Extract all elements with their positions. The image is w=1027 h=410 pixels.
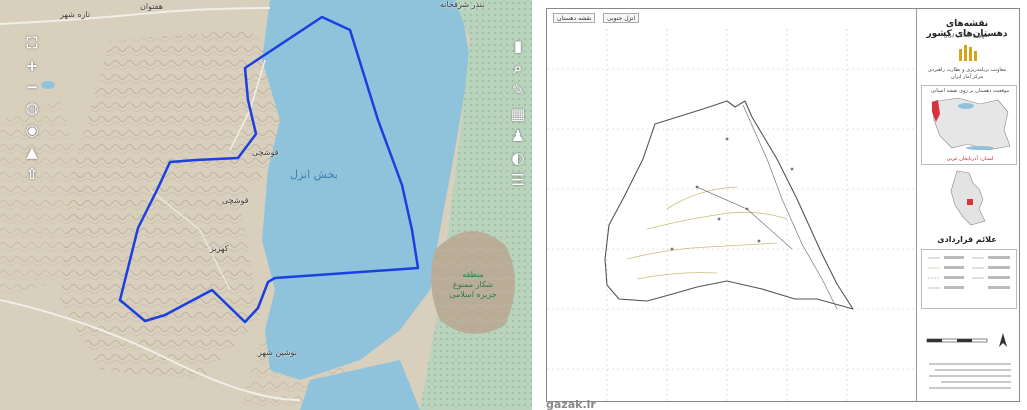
symbols-box	[921, 249, 1017, 309]
sheet-notes	[929, 363, 1011, 389]
scale-bar	[926, 333, 1007, 347]
menu-icon[interactable]: ☰	[511, 171, 525, 189]
district-boundary	[118, 15, 420, 324]
sheet-district-outline	[604, 100, 854, 310]
org-line-1: معاونت برنامه‌ریزی و نظارت راهبردی	[928, 67, 1006, 73]
sheet-frame: نقشه دهستان انزل جنوبی	[546, 8, 1020, 402]
place-label-bandar-sharafkhaneh: بندر شرفخانه	[440, 0, 485, 9]
person-icon[interactable]: ♟	[511, 127, 525, 145]
iran-locator-map	[931, 97, 1011, 151]
province-label: استان: آذربایجان غربی	[946, 156, 994, 162]
pencil-icon[interactable]: ✎	[511, 81, 525, 99]
location-box: موقعیت دهستان بر روی نقشه استانی استان: …	[921, 85, 1017, 165]
zoom-out-icon[interactable]: −	[25, 78, 39, 96]
symbols-title: علائم قراردادی	[937, 235, 997, 244]
globe-icon[interactable]: ◍	[25, 99, 39, 117]
print-icon[interactable]: ▦	[510, 105, 526, 123]
search-icon[interactable]: ⌕	[513, 59, 523, 77]
place-label-qushchi-north: قوشچی	[252, 148, 279, 157]
org-line-2: مرکز آمار ایران	[950, 74, 984, 80]
map-basemap	[0, 0, 532, 410]
fullscreen-icon[interactable]: ⛶	[26, 34, 38, 52]
pin-icon[interactable]: ◉	[25, 121, 39, 139]
place-label-nushin-shahr: نوشین شهر	[258, 348, 297, 357]
place-label-qushchi: قوشچی	[222, 196, 249, 205]
layers-icon[interactable]: ◐	[511, 149, 525, 167]
mountain-icon[interactable]: ▲	[26, 143, 38, 161]
place-label-kahriz: کهریز	[210, 244, 229, 253]
legend-title: نقشه‌های دهستان‌های کشور	[926, 19, 1008, 39]
zoom-in-icon[interactable]: +	[25, 57, 39, 75]
bookmark-icon[interactable]: ▮	[513, 37, 523, 55]
upload-icon[interactable]: ⇧	[25, 165, 39, 183]
sheet-tab-village: نقشه دهستان	[553, 13, 596, 23]
location-title: موقعیت دهستان بر روی نقشه استانی	[930, 88, 1010, 94]
place-label-haftvan: هفتوان	[140, 2, 163, 11]
sheet-legend: نقشه‌های دهستان‌های کشور جمهوری اسلامی ا…	[919, 9, 1019, 401]
sheet-map-area: نقشه دهستان انزل جنوبی	[547, 9, 917, 401]
lake-label: بخش انزل	[290, 168, 338, 181]
web-map[interactable]: تازه شهر هفتوان بندر شرفخانه قوشچی قوشچی…	[0, 0, 532, 410]
sheet-map-drawing	[547, 29, 916, 401]
place-label-taze-shahr: تازه شهر	[60, 10, 91, 19]
symbols-list	[928, 256, 1010, 289]
province-locator-map	[950, 170, 986, 226]
park-label: منطقه شکار ممنوع جزیره اسلامی	[449, 270, 497, 299]
legend-subtitle: جمهوری اسلامی ایران	[943, 33, 991, 39]
sheet-tab-district: انزل جنوبی	[603, 13, 640, 23]
map-sheet: نقشه دهستان انزل جنوبی	[534, 0, 1027, 410]
org-logo-icon	[959, 45, 977, 61]
watermark-text: gazak.ir	[546, 398, 596, 410]
